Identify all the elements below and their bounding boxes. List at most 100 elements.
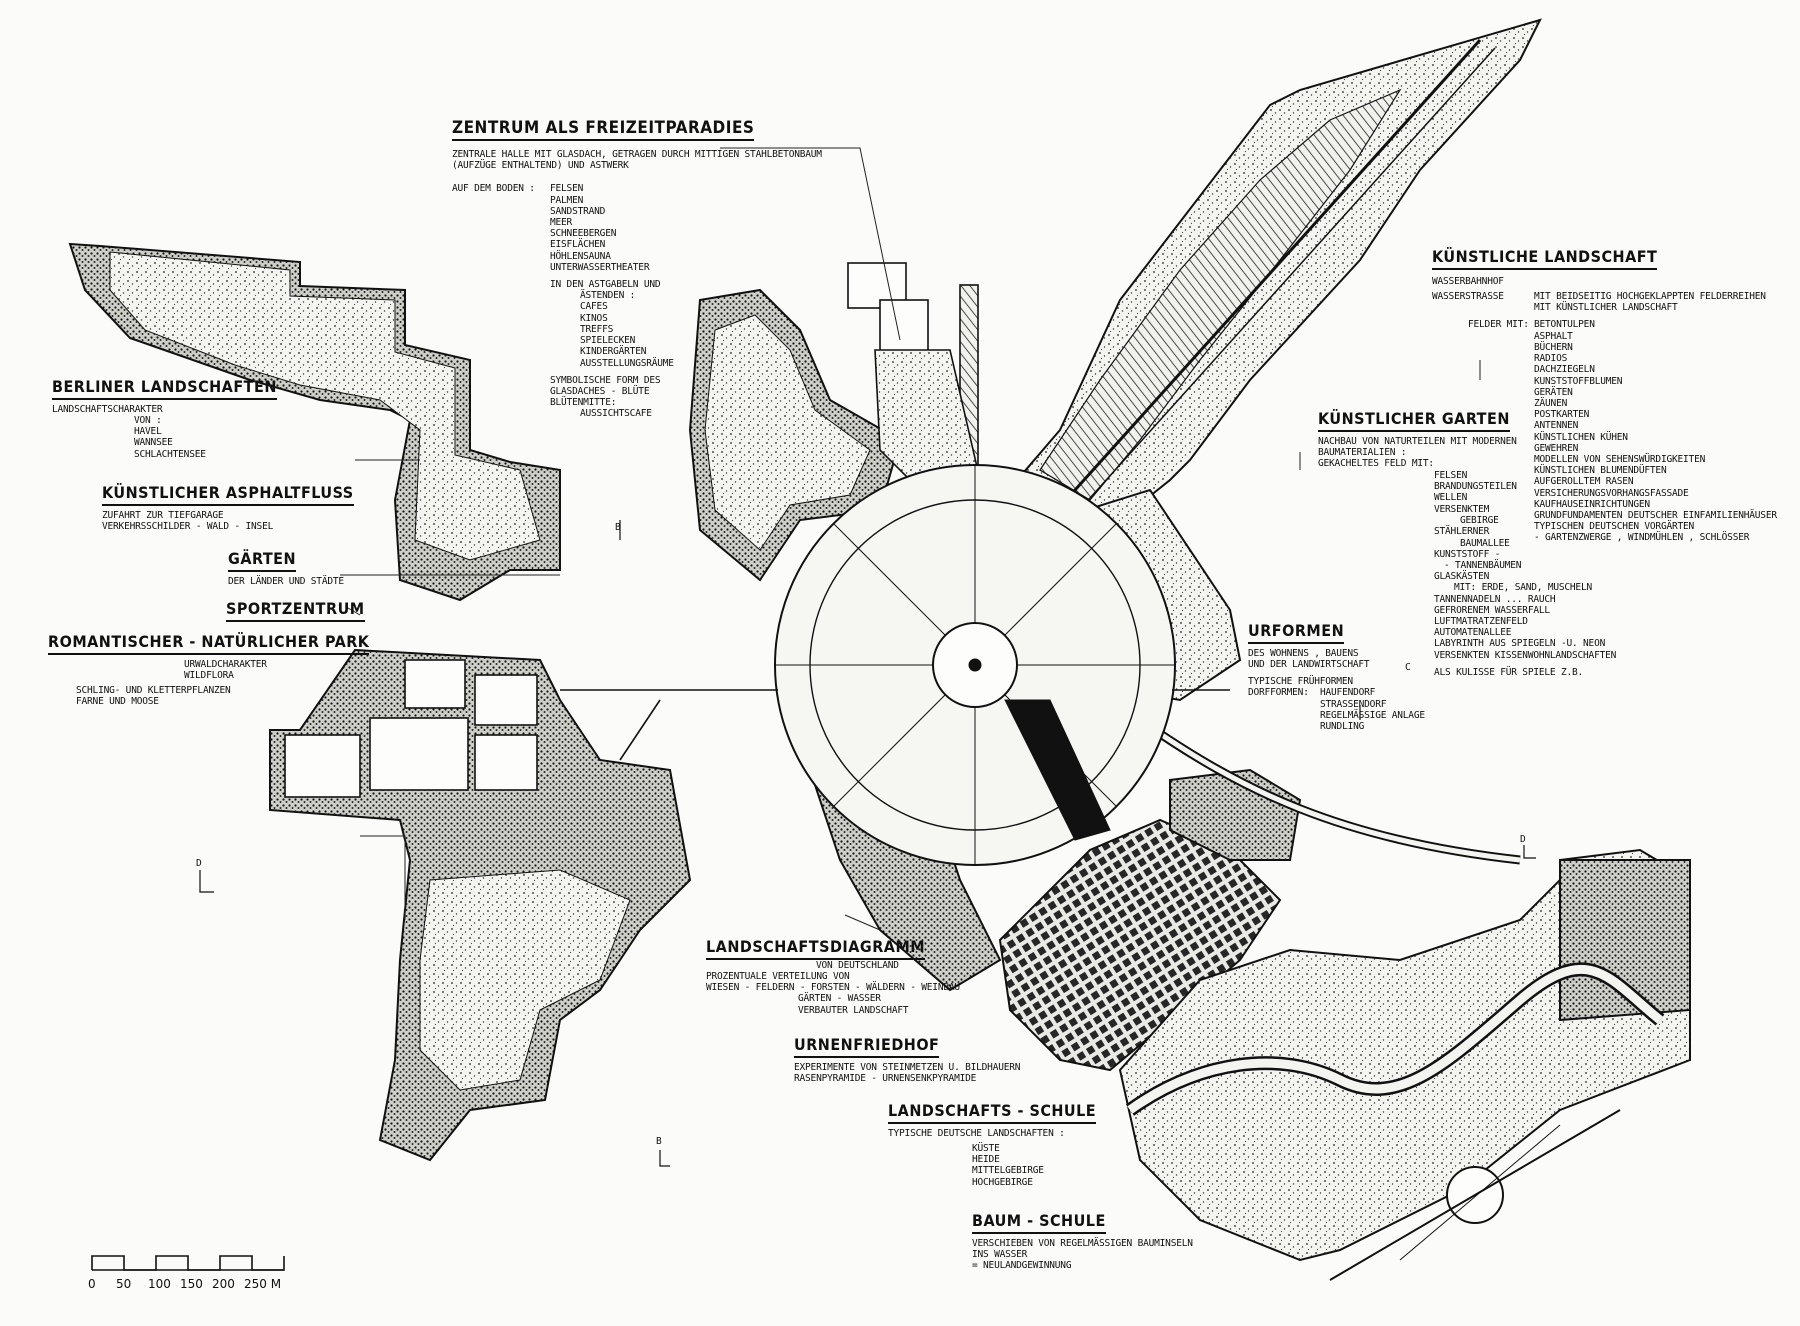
list-item: LABYRINTH AUS SPIEGELN -U. NEON <box>1434 638 1606 650</box>
list-item: VERSICHERUNGSVORHANGSFASSADE <box>1534 487 1689 499</box>
sport-title: SPORTZENTRUM <box>226 599 365 622</box>
garten-title: KÜNSTLICHER GARTEN <box>1318 409 1510 432</box>
zentrum-symbol: GLASDACHES - BLÜTE <box>550 385 650 397</box>
list-item: SCHLACHTENSEE <box>134 448 206 460</box>
list-item: - TANNENBÄUMEN <box>1444 560 1522 572</box>
label-romantischer-park: ROMANTISCHER - NATÜRLICHER PARK URWALDCH… <box>48 632 370 708</box>
zentrum-boden-list: FELSEN PALMEN SANDSTRAND MEER SCHNEEBERG… <box>550 183 674 419</box>
list-item: AUTOMATENALLEE <box>1434 627 1512 639</box>
list-item: SPIELECKEN <box>580 335 636 347</box>
label-gaerten: GÄRTEN DER LÄNDER UND STÄDTE <box>228 549 344 587</box>
gaerten-title: GÄRTEN <box>228 549 297 572</box>
diagramm-desc: WIESEN - FELDERN - FORSTEN - WÄLDERN - W… <box>706 982 960 994</box>
list-item: HOCHGEBIRGE <box>972 1176 1033 1188</box>
list-item: ZÄUNEN <box>1534 397 1568 409</box>
diagramm-desc: VERBAUTER LANDSCHAFT <box>798 1004 909 1016</box>
garten-list: VERSENKTEM GEBIRGE STÄHLERNER BAUMALLEE … <box>1434 504 1616 678</box>
list-item: LUFTMATRATZENFELD <box>1434 616 1528 628</box>
berliner-desc: VON : <box>134 415 162 427</box>
zentrum-desc: (AUFZÜGE ENTHALTEND) UND ASTWERK <box>452 160 629 172</box>
section-marker-b: B <box>656 1136 662 1147</box>
list-item: KUNSTSTOFF - <box>1434 548 1501 560</box>
list-item: KUNSTSTOFFBLUMEN <box>1534 375 1623 387</box>
list-item: BÜCHERN <box>1534 341 1573 353</box>
kl-desc: MIT KÜNSTLICHER LANDSCHAFT <box>1534 302 1678 314</box>
urnen-desc: RASENPYRAMIDE - URNENSENKPYRAMIDE <box>794 1073 977 1085</box>
zentrum-ast-heading: IN DEN ASTGABELN UND <box>550 279 661 291</box>
zentrum-symbol: AUSSICHTSCAFE <box>580 408 652 420</box>
kl-desc: WASSERBAHNHOF <box>1432 275 1504 287</box>
label-baum-schule: BAUM - SCHULE VERSCHIEBEN VON REGELMÄSSI… <box>972 1211 1193 1271</box>
list-item: DACHZIEGELN <box>1534 364 1595 376</box>
list-item: HEIDE <box>972 1154 1000 1166</box>
list-item: CAFES <box>580 301 608 313</box>
kl-wasserstrasse: WASSERSTRASSE MIT BEIDSEITIG HOCHGEKLAPP… <box>1432 291 1777 313</box>
list-item: MIT: ERDE, SAND, MUSCHELN <box>1454 582 1592 594</box>
list-item: AUSSTELLUNGSRÄUME <box>580 357 674 369</box>
list-item: TANNENNADELN ... RAUCH <box>1434 593 1556 605</box>
urformen-title: URFORMEN <box>1248 621 1345 644</box>
zentrum-symbol: BLÜTENMITTE: <box>550 397 617 409</box>
zentrum-boden-key: AUF DEM BODEN : <box>452 183 535 195</box>
section-markers <box>199 520 1536 1167</box>
list-item: GEBIRGE <box>1460 515 1499 527</box>
urformen-desc: TYPISCHE FRÜHFORMEN <box>1248 676 1353 688</box>
label-kuenstlicher-garten: KÜNSTLICHER GARTEN NACHBAU VON NATURTEIL… <box>1318 409 1517 469</box>
baum-desc: INS WASSER <box>972 1249 1028 1261</box>
baum-title: BAUM - SCHULE <box>972 1211 1106 1234</box>
urnen-title: URNENFRIEDHOF <box>794 1035 940 1058</box>
leader-lines <box>340 147 1481 931</box>
list-item: RUNDLING <box>1320 721 1365 733</box>
section-marker-c: C <box>1405 662 1411 673</box>
baum-desc: VERSCHIEBEN VON REGELMÄSSIGEN BAUMINSELN <box>972 1237 1193 1249</box>
zentrum-tower-buildings <box>847 262 981 501</box>
list-item: FELSEN <box>1434 470 1468 481</box>
scale-ticks: 0 50 100 150 200 250 M <box>88 1277 308 1293</box>
romantisch-desc: URWALDCHARAKTER <box>184 658 267 670</box>
list-item: KINOS <box>580 312 608 324</box>
list-item: SCHNEEBERGEN <box>550 228 617 240</box>
label-zentrum: ZENTRUM ALS FREIZEITPARADIES ZENTRALE HA… <box>452 118 822 420</box>
label-urformen: URFORMEN DES WOHNENS , BAUENS UND DER LA… <box>1248 621 1425 732</box>
list-item: TREFFS <box>580 323 614 335</box>
urnen-desc: EXPERIMENTE VON STEINMETZEN U. BILDHAUER… <box>794 1061 1021 1073</box>
kl-wasserstrasse-key: WASSERSTRASSE <box>1432 291 1504 303</box>
urformen-dorf-key: DORFFORMEN: <box>1248 687 1309 699</box>
list-item: BETONTULPEN <box>1534 319 1595 331</box>
schule-title: LANDSCHAFTS - SCHULE <box>888 1101 1097 1124</box>
scale-tick: 250 M <box>244 1277 282 1291</box>
section-marker-d: D <box>1520 834 1526 845</box>
kl-felder-key: FELDER MIT: <box>1468 319 1529 331</box>
list-item: STRASSENDORF <box>1320 698 1387 710</box>
scale-tick: 200 <box>212 1277 235 1291</box>
urformen-desc: DES WOHNENS , BAUENS <box>1248 647 1359 659</box>
list-item: GEWEHREN <box>1534 442 1579 454</box>
scale-tick: 150 <box>180 1277 203 1291</box>
label-kuenstliche-landschaft: KÜNSTLICHE LANDSCHAFT WASSERBAHNHOF WASS… <box>1432 247 1777 544</box>
kl-desc: MIT BEIDSEITIG HOCHGEKLAPPTEN FELDERREIH… <box>1534 291 1766 303</box>
list-item: GLASKÄSTEN <box>1434 571 1490 583</box>
schule-desc: TYPISCHE DEUTSCHE LANDSCHAFTEN : <box>888 1127 1065 1139</box>
zentrum-symbol: SYMBOLISCHE FORM DES <box>550 374 661 386</box>
sportzentrum-buildings <box>284 659 538 798</box>
urformen-desc: UND DER LANDWIRTSCHAFT <box>1248 659 1370 671</box>
scale-tick: 50 <box>116 1277 132 1291</box>
list-item: HAUFENDORF <box>1320 687 1376 699</box>
urnenfriedhof-grid <box>998 818 1282 1072</box>
section-marker-b: B <box>615 522 621 533</box>
label-berliner-landschaften: BERLINER LANDSCHAFTEN LANDSCHAFTSCHARAKT… <box>52 377 277 460</box>
garten-list-right: FELSEN BRANDUNGSTEILEN WELLEN <box>1434 470 1517 504</box>
label-sportzentrum: SPORTZENTRUM <box>226 599 365 622</box>
list-item: BAUMALLEE <box>1460 537 1510 549</box>
garten-desc: BAUMATERIALIEN : <box>1318 447 1407 459</box>
garten-desc: NACHBAU VON NATURTEILEN MIT MODERNEN <box>1318 435 1517 447</box>
scale-tick: 100 <box>148 1277 171 1291</box>
asphalt-title: KÜNSTLICHER ASPHALTFLUSS <box>102 483 354 506</box>
list-item: KINDERGÄRTEN <box>580 346 647 358</box>
urformen-dorf-list: HAUFENDORF STRASSENDORF REGELMÄSSIGE ANL… <box>1320 687 1425 732</box>
list-item: WANNSEE <box>134 437 173 449</box>
list-item: MODELLEN VON SEHENSWÜRDIGKEITEN <box>1534 453 1706 465</box>
list-item: REGELMÄSSIGE ANLAGE <box>1320 709 1425 721</box>
list-item: RADIOS <box>1534 353 1568 365</box>
